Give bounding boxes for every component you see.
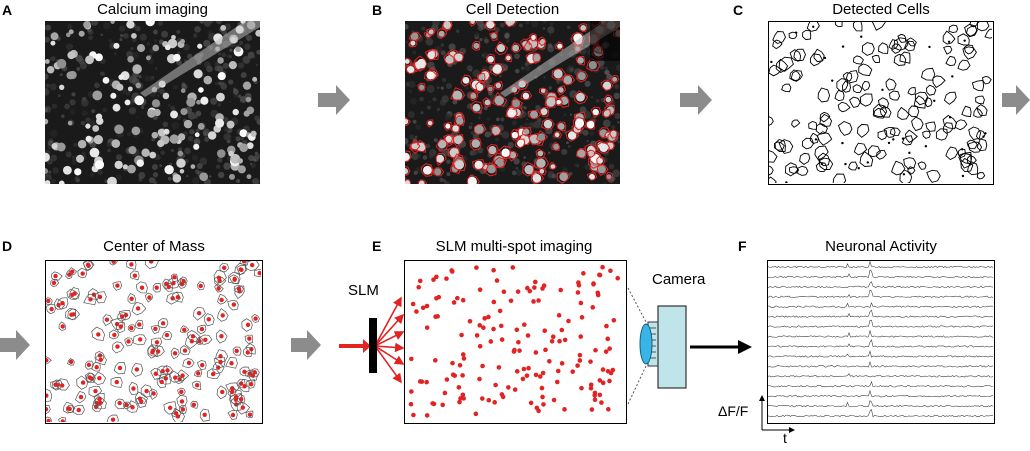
- panel-title-c: Detected Cells: [832, 1, 930, 18]
- x-axis-label: t: [783, 430, 787, 446]
- panel-title-b: Cell Detection: [465, 1, 560, 18]
- panel-title-a: Calcium imaging: [97, 1, 208, 18]
- flow-arrow-b-c: [680, 85, 712, 115]
- camera-icon: [627, 287, 752, 405]
- center-of-mass-plot: [45, 260, 263, 424]
- panel-title-e: SLM multi-spot imaging: [435, 238, 593, 255]
- y-axis-label: ΔF/F: [718, 403, 749, 419]
- slm-beam-diagram: [339, 296, 405, 384]
- flow-arrow-a-b: [318, 85, 350, 115]
- panel-letter-e: E: [372, 238, 382, 254]
- panel-letter-d: D: [2, 238, 13, 254]
- panel-letter-c: C: [733, 2, 744, 18]
- slm-spots-plot: [404, 260, 627, 424]
- panel-title-f: Neuronal Activity: [825, 238, 937, 255]
- calcium-image: [45, 21, 260, 184]
- flow-arrow-d-e: [291, 330, 321, 360]
- camera-label: Camera: [652, 271, 706, 288]
- axis-indicator: [759, 395, 795, 433]
- neuronal-activity-plot: [767, 260, 995, 424]
- slm-label: SLM: [348, 282, 379, 299]
- flow-arrow-into-d: [0, 330, 30, 360]
- detected-cells-plot: [768, 21, 994, 185]
- panel-title-d: Center of Mass: [103, 238, 205, 255]
- panel-letter-a: A: [2, 2, 13, 18]
- panel-letter-f: F: [738, 238, 747, 254]
- cell-detection-image: [405, 21, 620, 184]
- panel-letter-b: B: [372, 2, 383, 18]
- flow-arrow-c-d: [1002, 85, 1030, 115]
